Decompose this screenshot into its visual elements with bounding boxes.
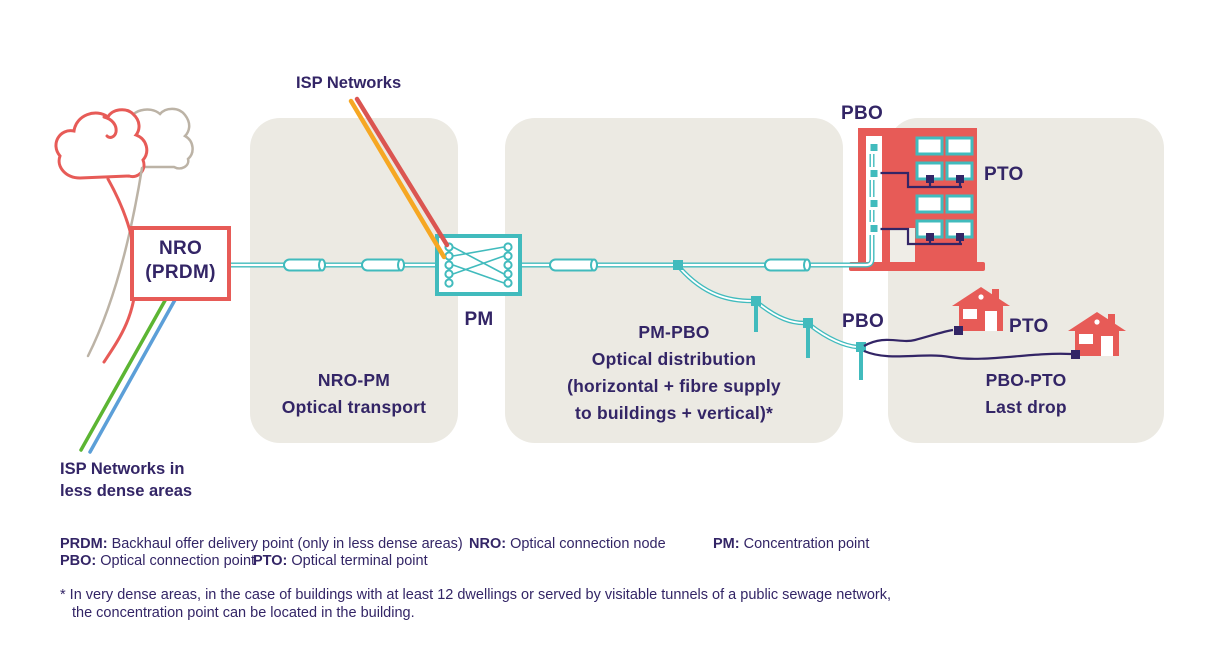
distribution-branch	[673, 260, 866, 380]
isp-networks-label: ISP Networks	[296, 74, 402, 92]
isp-less-dense-link-green	[79, 295, 169, 452]
isp-less-dense-link-blue	[88, 296, 178, 454]
pto-building-label: PTO	[984, 164, 1024, 185]
legend-pm: PM: Concentration point	[713, 536, 870, 552]
cable-splice-capsules	[283, 258, 811, 272]
panel-pm-pbo	[505, 118, 843, 443]
house-icon	[1068, 312, 1126, 356]
footnote: * In very dense areas, in the case of bu…	[60, 587, 891, 621]
panel-caption-nro-pm: NRO-PM Optical transport	[281, 370, 427, 417]
cloud-link-gray	[86, 166, 144, 358]
house-icon	[952, 287, 1010, 331]
nro-label-line2: (PRDM)	[145, 262, 216, 283]
panel-caption-pbo-pto: PBO-PTO Last drop	[985, 370, 1067, 417]
isp-less-dense-label: ISP Networks in less dense areas	[60, 460, 193, 500]
isp-link-orange	[348, 98, 447, 260]
pbo-street-label: PBO	[842, 311, 885, 332]
backbone-cable	[231, 146, 875, 268]
riser-floor-boxes	[867, 141, 881, 235]
pm-node-icon	[435, 234, 522, 296]
legend-prdm: PRDM: Backhaul offer delivery point (onl…	[60, 536, 463, 552]
nro-label-line1: NRO	[158, 238, 203, 259]
panel-caption-pm-pbo: PM-PBO Optical distribution (horizontal …	[567, 322, 781, 423]
last-drop-wires	[863, 326, 1080, 360]
isp-link-red	[354, 96, 450, 248]
panel-nro-pm	[250, 118, 458, 443]
pm-label: PM	[464, 309, 494, 330]
legend-pbo: PBO: Optical connection point	[60, 553, 256, 569]
legend-nro: NRO: Optical connection node	[469, 536, 666, 552]
cloud-icon	[54, 107, 194, 180]
pto-house-label: PTO	[1009, 316, 1049, 337]
nro-node: NRO (PRDM)	[130, 226, 231, 301]
legend-pto: PTO: Optical terminal point	[253, 553, 428, 569]
pbo-building-label: PBO	[841, 103, 884, 124]
